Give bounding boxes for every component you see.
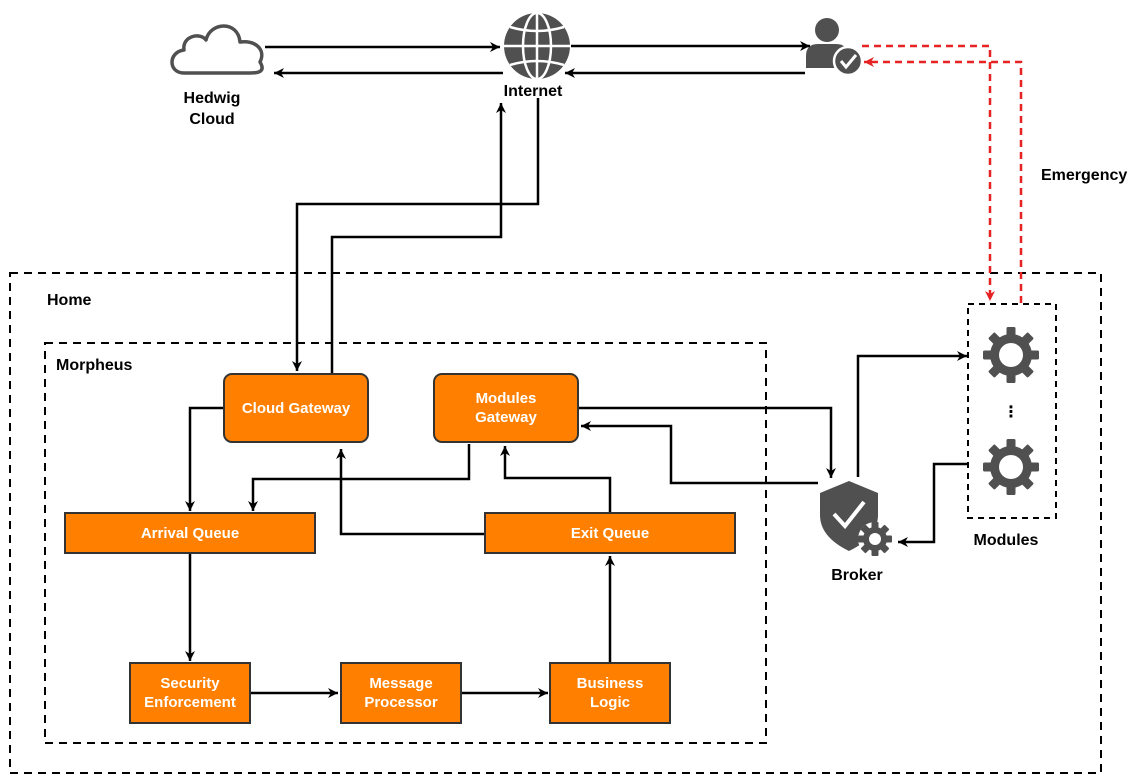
edge-internet-to-cloud-gateway: [292, 98, 540, 371]
edge-modules-gateway-to-broker: [579, 406, 836, 478]
business-logic-node: Business Logic: [549, 662, 671, 724]
modules-label: Modules: [973, 532, 1039, 549]
edge-cloud-gateway-to-internet: [330, 103, 506, 373]
arrival-queue-node: Arrival Queue: [64, 512, 316, 554]
broker-label: Broker: [831, 567, 883, 584]
globe-icon: [504, 11, 570, 81]
home-container: [9, 272, 1102, 774]
message-processor-node: Message Processor: [340, 662, 462, 724]
exit-queue-node: Exit Queue: [484, 512, 736, 554]
shield-gear-icon: [820, 481, 892, 556]
user-check-icon: [806, 18, 864, 77]
internet-label: Internet: [503, 83, 563, 100]
edge-modules-to-broker: [898, 462, 968, 547]
hedwig-cloud-label: Hedwig Cloud: [183, 90, 241, 128]
morpheus-label: Morpheus: [56, 357, 133, 374]
edge-broker-to-modules-gateway: [581, 421, 818, 485]
gear-icon: [983, 327, 1039, 383]
modules-ellipsis: ⋮: [1003, 404, 1019, 421]
cloud-gateway-node: Cloud Gateway: [223, 373, 369, 443]
edge-broker-to-modules: [856, 351, 967, 477]
edge-cloud-gateway-to-arrival-queue: [185, 406, 223, 511]
gear-icon: [983, 439, 1039, 495]
modules-container: [967, 303, 1057, 519]
edge-exit-to-cloud-gateway: [336, 449, 485, 536]
modules-gateway-node: Modules Gateway: [433, 373, 579, 443]
edge-modules-to-user-emergency: [864, 57, 1023, 303]
cloud-icon: [170, 24, 264, 75]
edge-user-to-modules-emergency: [862, 44, 995, 301]
emergency-label: Emergency: [1041, 167, 1128, 184]
security-enforcement-node: Security Enforcement: [129, 662, 251, 724]
edge-exit-to-modules-gateway: [500, 446, 612, 513]
home-label: Home: [47, 292, 92, 309]
edge-modules-gateway-to-arrival-queue: [248, 444, 471, 511]
